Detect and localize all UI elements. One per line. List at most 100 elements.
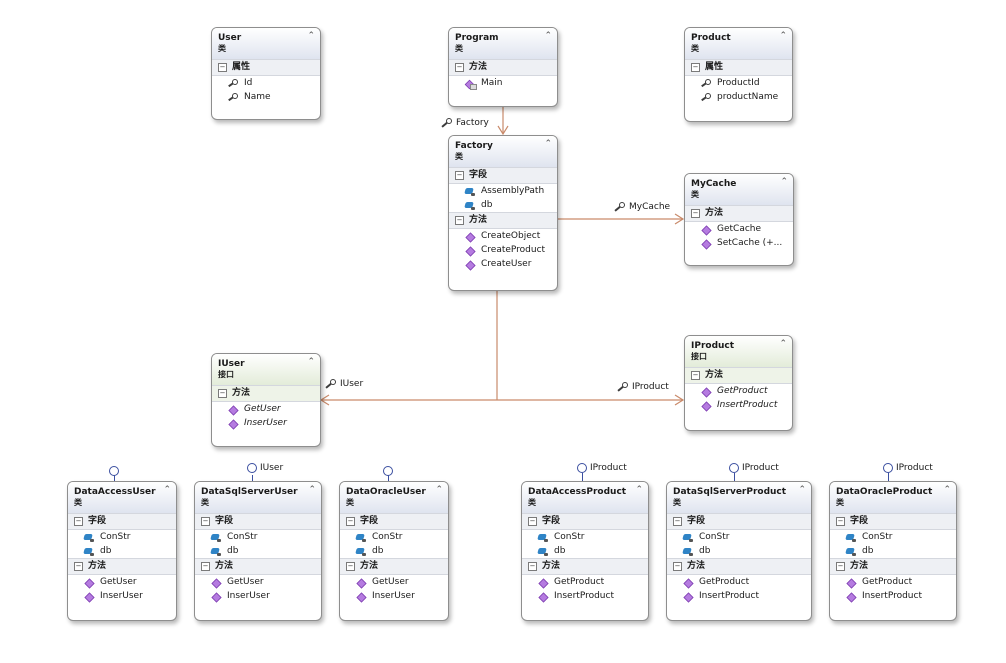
collapse-chevron-icon[interactable]: ⌃: [779, 339, 787, 349]
collapse-toggle-icon[interactable]: −: [455, 216, 464, 225]
collapse-toggle-icon[interactable]: −: [201, 517, 210, 526]
class-data-sqlserver-product[interactable]: DataSqlServerProduct 类 ⌃ −字段 ConStr db −…: [666, 481, 812, 621]
member-field[interactable]: db: [522, 544, 648, 558]
member-method[interactable]: InserUser: [195, 589, 321, 603]
collapse-toggle-icon[interactable]: −: [528, 517, 537, 526]
member-property[interactable]: ProductId: [685, 76, 792, 90]
class-data-access-user[interactable]: DataAccessUser 类 ⌃ −字段 ConStr db −方法 Get…: [67, 481, 177, 621]
member-field[interactable]: db: [340, 544, 448, 558]
member-field[interactable]: ConStr: [340, 530, 448, 544]
section-methods[interactable]: −方法: [667, 558, 811, 575]
member-field[interactable]: db: [667, 544, 811, 558]
member-field[interactable]: ConStr: [68, 530, 176, 544]
section-properties[interactable]: − 属性: [685, 59, 792, 76]
collapse-chevron-icon[interactable]: ⌃: [780, 177, 788, 187]
collapse-toggle-icon[interactable]: −: [74, 517, 83, 526]
member-method[interactable]: InsertProduct: [522, 589, 648, 603]
section-methods[interactable]: − 方法: [685, 367, 792, 384]
collapse-chevron-icon[interactable]: ⌃: [544, 139, 552, 149]
interface-iproduct[interactable]: IProduct 接口 ⌃ − 方法 GetProduct InsertProd…: [684, 335, 793, 431]
section-methods[interactable]: − 方法: [449, 212, 557, 229]
section-fields[interactable]: −字段: [68, 513, 176, 530]
member-field[interactable]: ConStr: [667, 530, 811, 544]
section-fields[interactable]: −字段: [830, 513, 956, 530]
member-field[interactable]: db: [830, 544, 956, 558]
collapse-toggle-icon[interactable]: −: [691, 209, 700, 218]
section-methods[interactable]: − 方法: [212, 385, 320, 402]
section-properties[interactable]: − 属性: [212, 59, 320, 76]
collapse-chevron-icon[interactable]: ⌃: [798, 485, 806, 495]
member-method[interactable]: InserUser: [68, 589, 176, 603]
member-method[interactable]: GetProduct: [667, 575, 811, 589]
collapse-toggle-icon[interactable]: −: [673, 517, 682, 526]
class-program[interactable]: Program 类 ⌃ − 方法 Main: [448, 27, 558, 107]
collapse-toggle-icon[interactable]: −: [691, 371, 700, 380]
member-method[interactable]: GetUser: [195, 575, 321, 589]
member-method[interactable]: GetUser: [68, 575, 176, 589]
collapse-chevron-icon[interactable]: ⌃: [435, 485, 443, 495]
member-method[interactable]: GetProduct: [830, 575, 956, 589]
section-methods[interactable]: −方法: [68, 558, 176, 575]
section-methods[interactable]: − 方法: [449, 59, 557, 76]
section-methods[interactable]: −方法: [340, 558, 448, 575]
member-method[interactable]: CreateUser: [449, 257, 557, 271]
member-method[interactable]: CreateProduct: [449, 243, 557, 257]
member-method[interactable]: Main: [449, 76, 557, 90]
class-factory[interactable]: Factory 类 ⌃ − 字段 AssemblyPath db − 方法 Cr…: [448, 135, 558, 291]
collapse-toggle-icon[interactable]: −: [455, 63, 464, 72]
member-method[interactable]: InsertProduct: [685, 398, 792, 412]
member-property[interactable]: productName: [685, 90, 792, 104]
collapse-chevron-icon[interactable]: ⌃: [943, 485, 951, 495]
collapse-chevron-icon[interactable]: ⌃: [779, 31, 787, 41]
class-data-access-product[interactable]: DataAccessProduct 类 ⌃ −字段 ConStr db −方法 …: [521, 481, 649, 621]
interface-iuser[interactable]: IUser 接口 ⌃ − 方法 GetUser InserUser: [211, 353, 321, 447]
section-methods[interactable]: −方法: [522, 558, 648, 575]
section-fields[interactable]: −字段: [195, 513, 321, 530]
collapse-chevron-icon[interactable]: ⌃: [544, 31, 552, 41]
class-data-oracle-user[interactable]: DataOracleUser 类 ⌃ −字段 ConStr db −方法 Get…: [339, 481, 449, 621]
collapse-toggle-icon[interactable]: −: [346, 517, 355, 526]
member-field[interactable]: db: [449, 198, 557, 212]
member-method[interactable]: InserUser: [340, 589, 448, 603]
member-method[interactable]: InsertProduct: [830, 589, 956, 603]
member-method[interactable]: GetUser: [340, 575, 448, 589]
member-method[interactable]: CreateObject: [449, 229, 557, 243]
member-field[interactable]: ConStr: [195, 530, 321, 544]
collapse-chevron-icon[interactable]: ⌃: [307, 357, 315, 367]
collapse-toggle-icon[interactable]: −: [201, 562, 210, 571]
class-product[interactable]: Product 类 ⌃ − 属性 ProductId productName: [684, 27, 793, 122]
collapse-chevron-icon[interactable]: ⌃: [307, 31, 315, 41]
collapse-toggle-icon[interactable]: −: [528, 562, 537, 571]
class-data-oracle-product[interactable]: DataOracleProduct 类 ⌃ −字段 ConStr db −方法 …: [829, 481, 957, 621]
collapse-toggle-icon[interactable]: −: [673, 562, 682, 571]
member-method[interactable]: SetCache (+...: [685, 236, 793, 250]
member-method[interactable]: GetUser: [212, 402, 320, 416]
collapse-toggle-icon[interactable]: −: [691, 63, 700, 72]
collapse-toggle-icon[interactable]: −: [836, 517, 845, 526]
collapse-chevron-icon[interactable]: ⌃: [163, 485, 171, 495]
member-method[interactable]: InsertProduct: [667, 589, 811, 603]
collapse-toggle-icon[interactable]: −: [455, 171, 464, 180]
member-field[interactable]: ConStr: [830, 530, 956, 544]
section-methods[interactable]: −方法: [830, 558, 956, 575]
collapse-toggle-icon[interactable]: −: [74, 562, 83, 571]
member-field[interactable]: db: [68, 544, 176, 558]
section-fields[interactable]: −字段: [522, 513, 648, 530]
class-user[interactable]: User 类 ⌃ − 属性 Id Name: [211, 27, 321, 120]
member-method[interactable]: InserUser: [212, 416, 320, 430]
collapse-chevron-icon[interactable]: ⌃: [635, 485, 643, 495]
member-method[interactable]: GetProduct: [685, 384, 792, 398]
member-field[interactable]: db: [195, 544, 321, 558]
member-method[interactable]: GetCache: [685, 222, 793, 236]
class-mycache[interactable]: MyCache 类 ⌃ − 方法 GetCache SetCache (+...: [684, 173, 794, 266]
member-field[interactable]: ConStr: [522, 530, 648, 544]
member-property[interactable]: Name: [212, 90, 320, 104]
member-field[interactable]: AssemblyPath: [449, 184, 557, 198]
class-data-sqlserver-user[interactable]: DataSqlServerUser 类 ⌃ −字段 ConStr db −方法 …: [194, 481, 322, 621]
collapse-toggle-icon[interactable]: −: [218, 389, 227, 398]
section-fields[interactable]: − 字段: [449, 167, 557, 184]
member-property[interactable]: Id: [212, 76, 320, 90]
member-method[interactable]: GetProduct: [522, 575, 648, 589]
collapse-chevron-icon[interactable]: ⌃: [308, 485, 316, 495]
collapse-toggle-icon[interactable]: −: [836, 562, 845, 571]
